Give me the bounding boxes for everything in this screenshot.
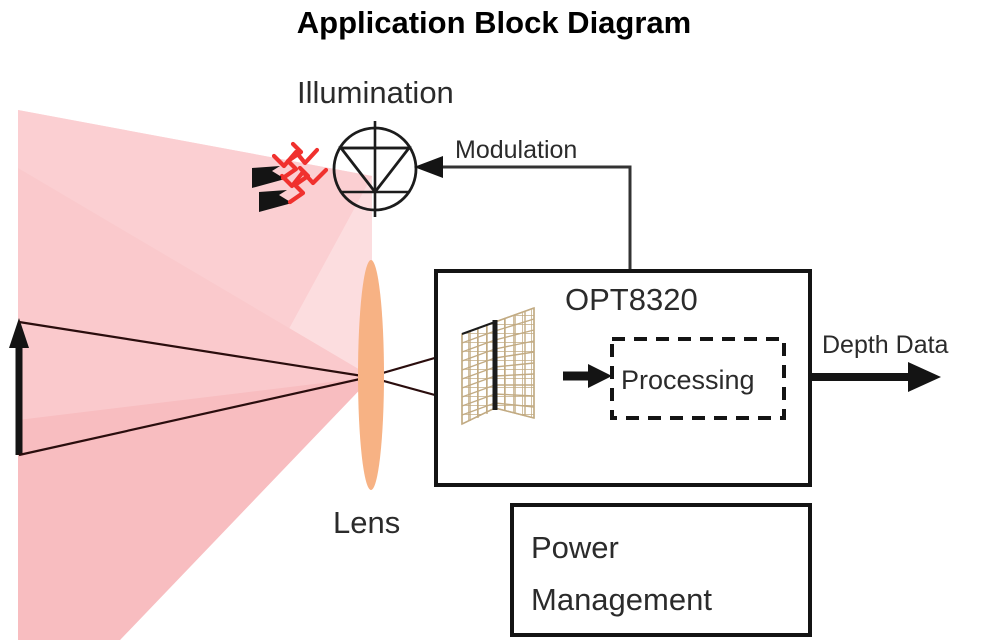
- page-title: Application Block Diagram: [297, 5, 691, 40]
- illumination-cone-overlay: [18, 110, 372, 420]
- light-wave-arrows-icon: [252, 141, 329, 212]
- lens-label: Lens: [333, 505, 400, 540]
- target-object-arrow-icon: [9, 318, 29, 455]
- modulation-connector: [414, 156, 632, 271]
- power-management-label-line2: Management: [531, 582, 712, 617]
- processing-label: Processing: [621, 365, 755, 395]
- power-management-label-line1: Power: [531, 530, 619, 565]
- led-diode-symbol: [332, 121, 418, 217]
- output-arrow-icon: [810, 362, 941, 392]
- illumination-label: Illumination: [297, 75, 454, 110]
- depth-data-label: Depth Data: [822, 331, 949, 359]
- flow-arrow-icon: [563, 364, 612, 388]
- power-management-block[interactable]: [510, 503, 812, 637]
- opt8320-label: OPT8320: [565, 282, 698, 317]
- convex-lens-symbol: [358, 260, 384, 490]
- processing-block[interactable]: [610, 337, 786, 420]
- modulation-label: Modulation: [455, 136, 577, 164]
- sensor-pixel-array-icon: [461, 306, 535, 426]
